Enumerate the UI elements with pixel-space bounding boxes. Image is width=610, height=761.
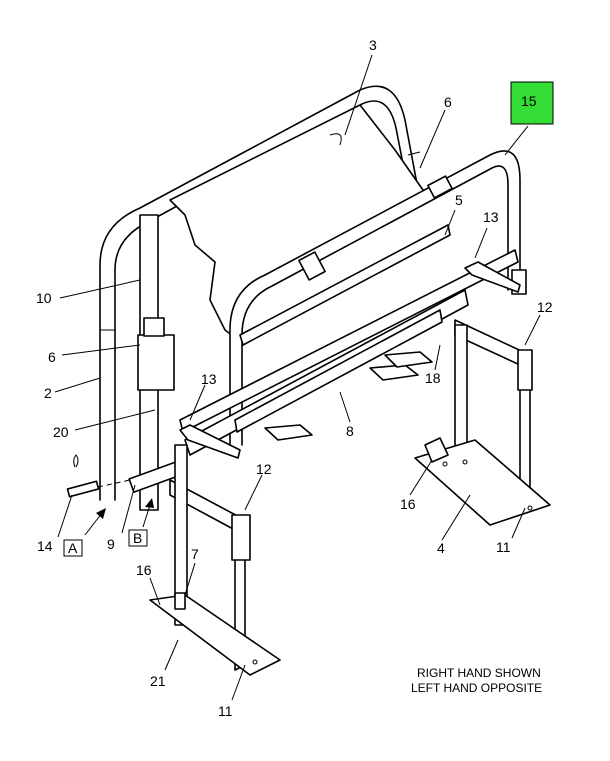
ref-label-b: B — [133, 530, 142, 546]
callout-6-top: 6 — [444, 94, 452, 110]
callout-10: 10 — [36, 290, 52, 306]
bracket-right — [464, 261, 521, 293]
ref-box-b — [128, 529, 148, 547]
callout-20: 20 — [53, 424, 69, 440]
leader-lines — [54, 54, 541, 701]
view-arrows — [84, 498, 154, 536]
callout-4: 4 — [437, 540, 445, 556]
callout-14: 14 — [37, 538, 53, 554]
note-line-1: RIGHT HAND SHOWN — [417, 666, 541, 680]
ref-label-a: A — [68, 540, 78, 556]
callout-3: 3 — [369, 37, 377, 53]
callout-13-right: 13 — [483, 209, 499, 225]
callout-8: 8 — [346, 423, 354, 439]
callout-11-right: 11 — [496, 539, 511, 555]
callout-11-left: 11 — [218, 703, 233, 719]
callout-5: 5 — [455, 192, 463, 208]
callout-6-left: 6 — [48, 349, 56, 365]
callout-18: 18 — [425, 370, 441, 386]
highlight-box — [510, 81, 554, 125]
callout-21: 21 — [150, 673, 166, 689]
callout-13-left: 13 — [201, 371, 217, 387]
callout-12-right: 12 — [537, 299, 553, 315]
ref-box-a — [63, 539, 83, 557]
stop-bar-and-pin — [66, 454, 182, 498]
callout-16-left: 16 — [136, 562, 152, 578]
right-stand-leg — [414, 319, 551, 526]
left-vertical-tube — [137, 214, 175, 511]
left-stand-leg — [149, 444, 281, 676]
seat-straps — [264, 351, 433, 441]
callout-15: 15 — [521, 93, 537, 109]
callout-2: 2 — [44, 385, 52, 401]
callout-16-right: 16 — [400, 496, 416, 512]
bracket-left — [179, 424, 241, 459]
callout-9: 9 — [107, 536, 115, 552]
note-line-2: LEFT HAND OPPOSITE — [411, 681, 542, 695]
cross-rails — [179, 224, 519, 456]
callout-7: 7 — [191, 546, 199, 562]
callout-12-left: 12 — [256, 461, 272, 477]
